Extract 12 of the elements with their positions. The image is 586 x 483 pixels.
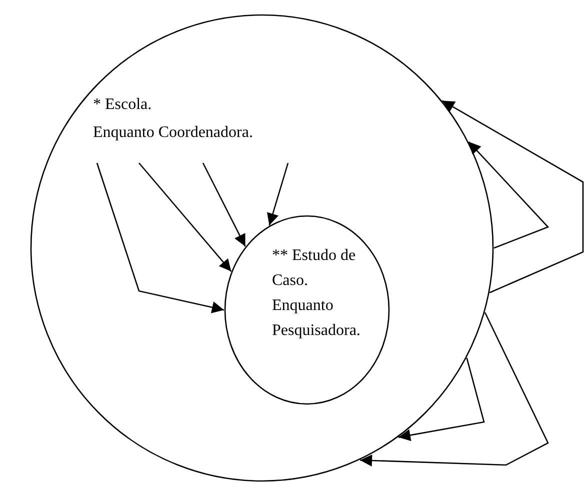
arrow: [398, 358, 485, 442]
node-heading: * Escola.: [93, 95, 153, 115]
arrow: [138, 162, 232, 272]
arrow: [442, 100, 584, 294]
node-heading: ** Estudo de Caso.: [272, 246, 357, 291]
arrow: [468, 141, 550, 249]
arrow: [202, 162, 246, 247]
arrow: [267, 162, 289, 226]
arrow: [360, 312, 549, 466]
node-text: Enquanto Pesquisadora.: [272, 296, 362, 341]
node-text: Enquanto Coordenadora.: [93, 123, 254, 143]
arrow: [96, 162, 224, 314]
